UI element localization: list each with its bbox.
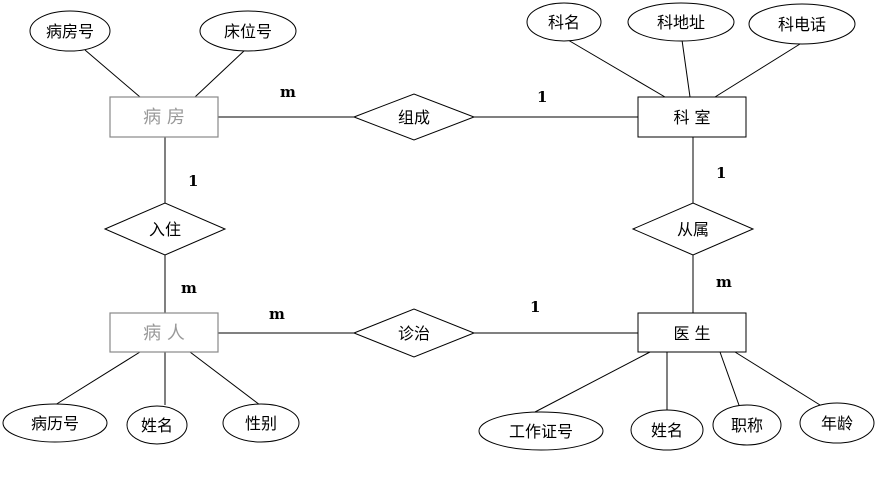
attribute-patient-name: 姓名	[126, 405, 188, 445]
attribute-doctor-name: 姓名	[630, 409, 704, 451]
cardinality-dept-belong: 1	[716, 164, 726, 182]
attribute-dept-name: 科名	[526, 2, 602, 42]
relationship-treat-label: 诊治	[398, 324, 430, 343]
svg-text:性别: 性别	[245, 414, 277, 433]
relationship-compose: 组成	[352, 93, 476, 141]
entity-patient-label: 病 人	[143, 323, 185, 344]
attribute-patient-gender: 性别	[222, 403, 300, 443]
cardinality-doctor-belong: m	[716, 273, 732, 291]
relationship-admit: 入住	[103, 202, 227, 256]
attribute-work-id: 工作证号	[478, 411, 604, 451]
svg-text:工作证号: 工作证号	[509, 422, 573, 441]
cardinality-labels: m 1 1 m 1 m m 1	[181, 83, 732, 323]
cardinality-dept-compose: 1	[537, 88, 547, 106]
svg-text:科电话: 科电话	[778, 15, 826, 34]
entity-doctor-label: 医 生	[673, 324, 710, 343]
svg-text:年龄: 年龄	[821, 414, 853, 433]
cardinality-ward-compose: m	[280, 83, 296, 101]
entity-patient: 病 人	[109, 312, 219, 353]
entity-department-label: 科 室	[673, 108, 710, 127]
relationship-belong: 从属	[631, 202, 755, 256]
attribute-ward-no: 病房号	[29, 10, 111, 52]
connector-lines	[54, 39, 821, 413]
entity-doctor: 医 生	[637, 312, 747, 353]
attribute-bed-no: 床位号	[199, 10, 297, 52]
svg-text:姓名: 姓名	[651, 421, 683, 440]
relationship-admit-label: 入住	[149, 220, 181, 239]
attribute-age: 年龄	[799, 402, 875, 444]
cardinality-patient-treat: m	[269, 305, 285, 323]
attribute-dept-phone: 科电话	[748, 3, 856, 45]
relationship-treat: 诊治	[352, 308, 476, 358]
svg-text:职称: 职称	[731, 416, 763, 435]
attribute-dept-address: 科地址	[627, 2, 735, 42]
cardinality-patient-admit: m	[181, 279, 197, 297]
relationship-compose-label: 组成	[398, 108, 430, 127]
svg-text:科地址: 科地址	[657, 13, 705, 32]
cardinality-ward-admit: 1	[188, 172, 198, 190]
entity-ward-label: 病 房	[143, 107, 185, 128]
svg-text:床位号: 床位号	[224, 22, 272, 41]
svg-text:病房号: 病房号	[46, 22, 94, 41]
svg-text:病历号: 病历号	[31, 414, 79, 433]
entity-ward: 病 房	[109, 96, 219, 138]
attribute-title: 职称	[712, 404, 782, 446]
entity-department: 科 室	[637, 96, 747, 138]
relationship-belong-label: 从属	[677, 220, 709, 239]
svg-text:科名: 科名	[548, 13, 580, 32]
attribute-record-no: 病历号	[2, 403, 108, 443]
cardinality-doctor-treat: 1	[530, 298, 540, 316]
svg-text:姓名: 姓名	[141, 416, 173, 435]
